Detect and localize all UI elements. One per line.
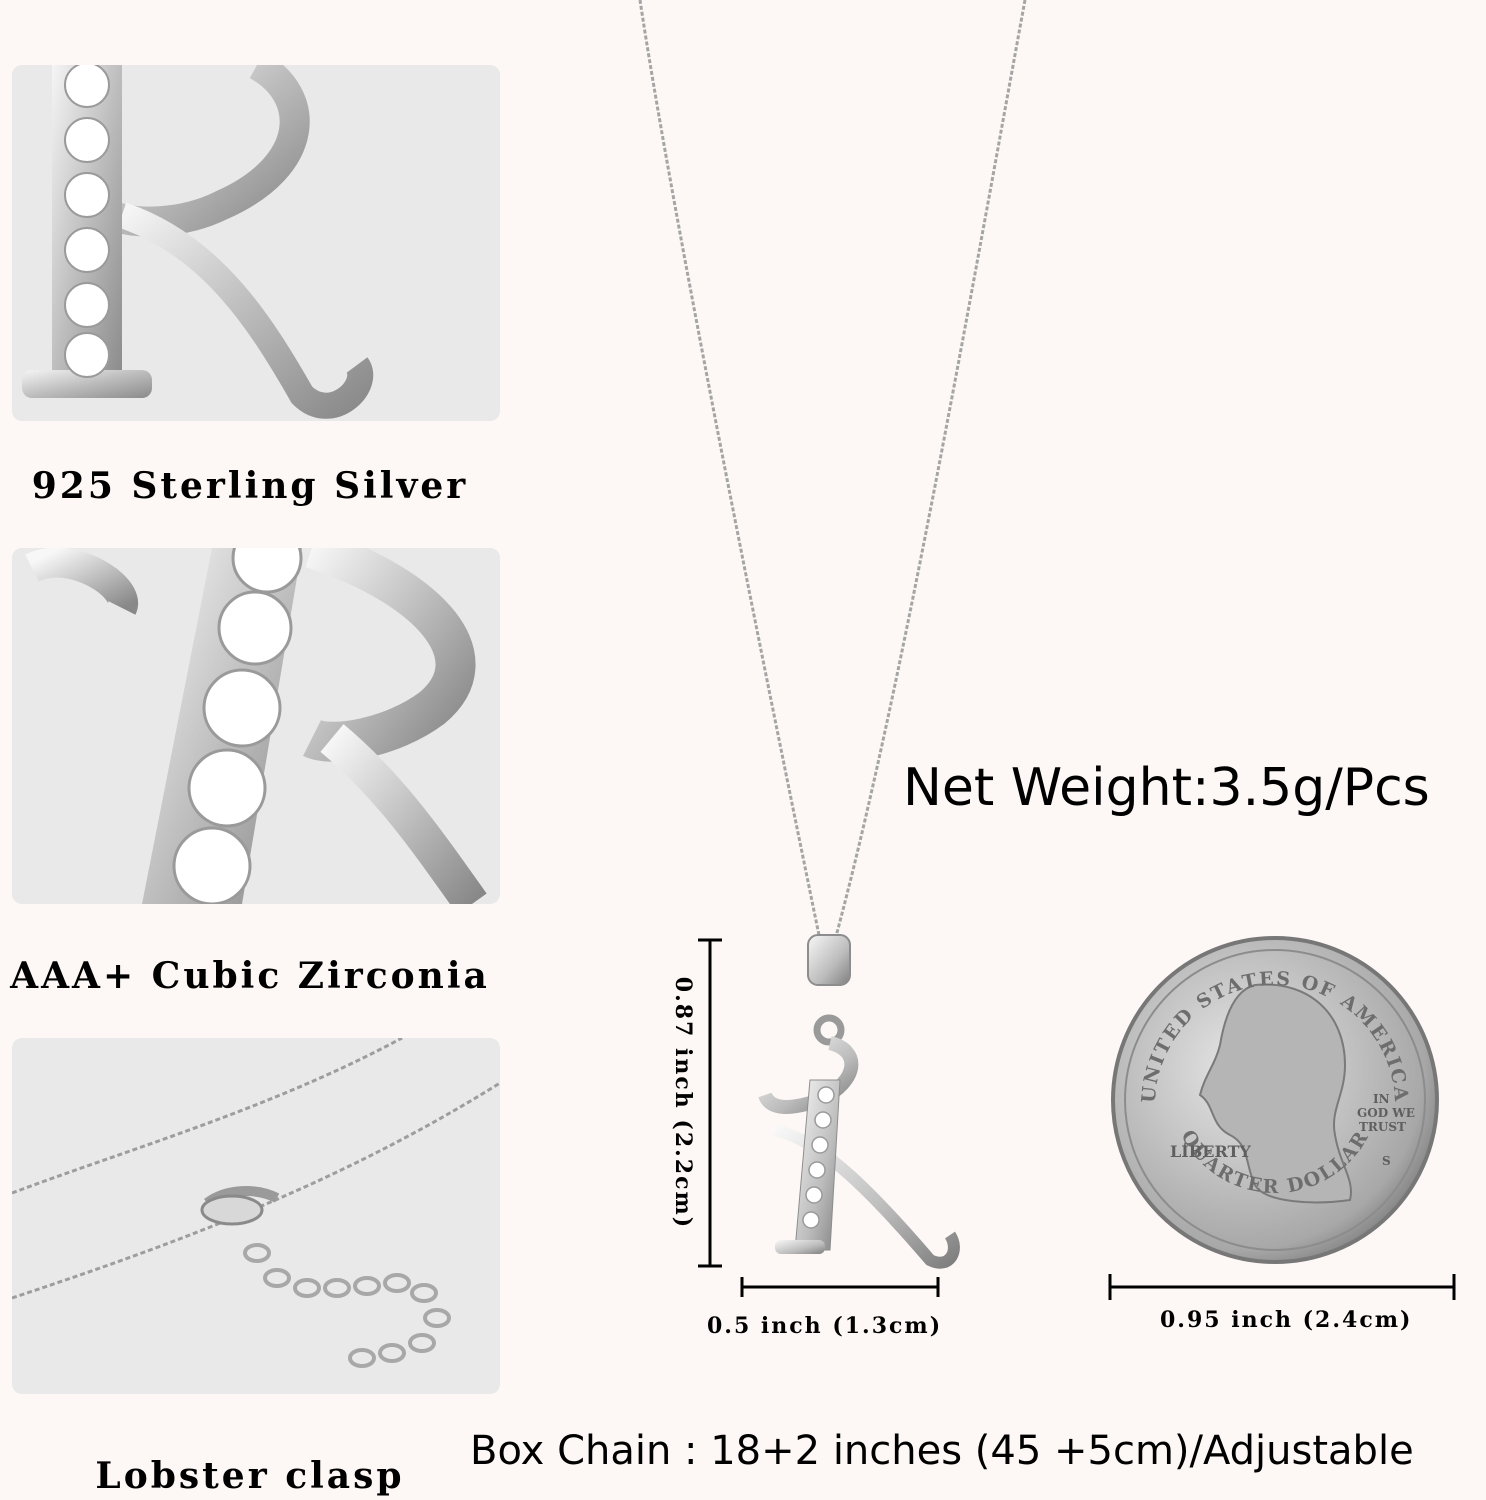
coin-motto-line1: IN bbox=[1373, 1092, 1390, 1106]
cubic-zirconia-caption: AAA+ Cubic Zirconia bbox=[10, 955, 490, 997]
coin-mint-mark: S bbox=[1382, 1154, 1391, 1168]
coin-measure-line bbox=[1108, 1274, 1456, 1300]
coin-liberty-text: LIBERTY bbox=[1170, 1142, 1251, 1161]
lobster-clasp-photo bbox=[12, 1038, 500, 1394]
height-dimension-label: 0.87 inch (2.2cm) bbox=[670, 976, 696, 1230]
width-measure-line bbox=[740, 1277, 940, 1297]
width-dimension-label: 0.5 inch (1.3cm) bbox=[707, 1313, 943, 1339]
lobster-clasp-caption: Lobster clasp bbox=[95, 1455, 405, 1497]
pendant-closeup-image bbox=[22, 65, 374, 419]
cubic-zirconia-photo bbox=[12, 548, 500, 904]
coin-motto-line3: TRUST bbox=[1359, 1120, 1406, 1134]
net-weight-text: Net Weight:3.5g/Pcs bbox=[903, 758, 1430, 818]
height-measure-line bbox=[698, 938, 722, 1268]
coin-motto-line2: GOD WE bbox=[1357, 1106, 1415, 1120]
zirconia-closeup-image bbox=[25, 548, 487, 904]
sterling-silver-photo bbox=[12, 65, 500, 421]
chain-length-text: Box Chain : 18+2 inches (45 +5cm)/Adjust… bbox=[470, 1428, 1414, 1474]
necklace-pendant-image bbox=[638, 0, 1027, 1269]
coin-dimension-label: 0.95 inch (2.4cm) bbox=[1160, 1307, 1413, 1333]
clasp-closeup-image bbox=[12, 1038, 500, 1368]
quarter-coin-image: UNITED STATES OF AMERICA QUARTER DOLLAR … bbox=[1111, 936, 1439, 1264]
sterling-silver-caption: 925 Sterling Silver bbox=[31, 465, 469, 507]
